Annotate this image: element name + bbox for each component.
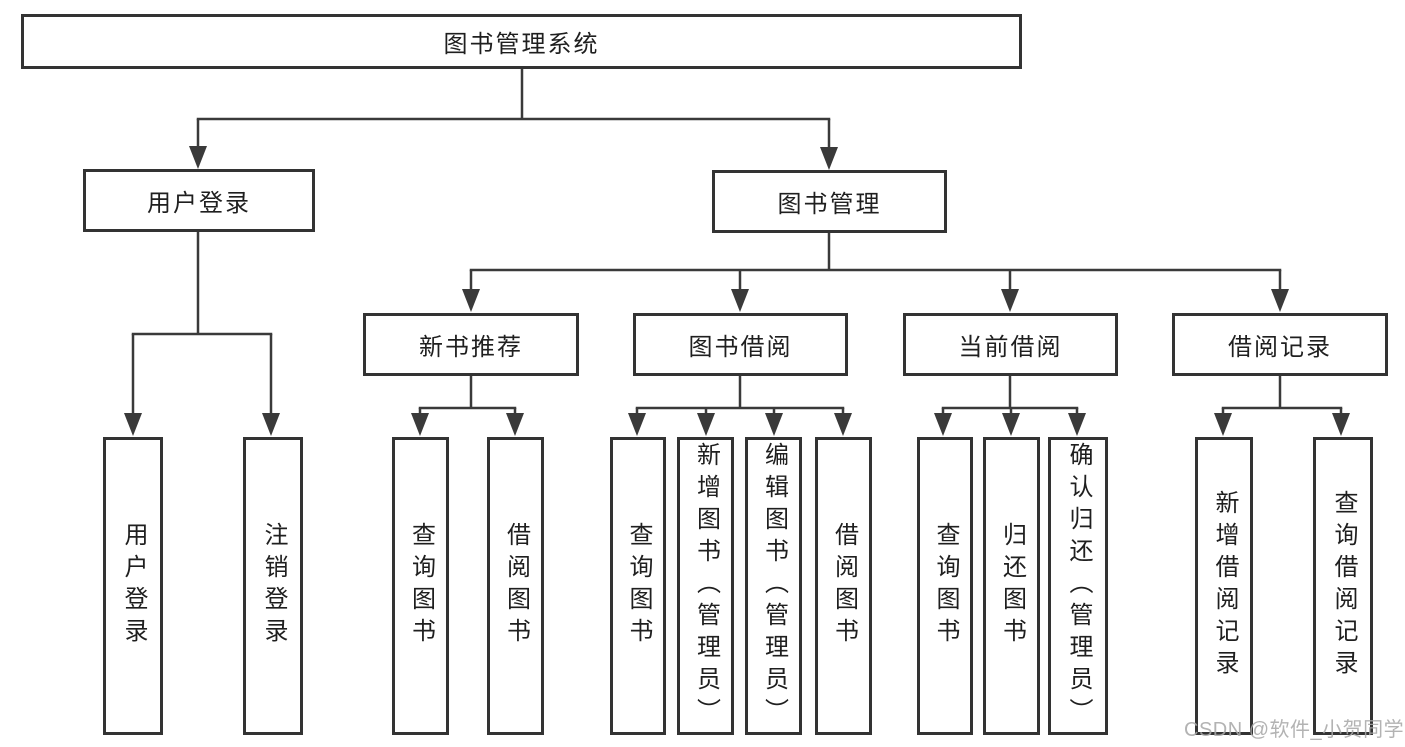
node-current-borrow-label: 当前借阅 xyxy=(958,334,1063,361)
connector-book-borrow-to-leaves xyxy=(628,376,852,436)
leaf-borrow-edit-books-admin: 编辑图书（管理员） xyxy=(745,437,802,735)
leaf-borrow-borrow-books-label: 借阅图书 xyxy=(830,522,858,650)
leaf-borrow-query-books-label: 查询图书 xyxy=(625,522,652,650)
leaf-current-return-books: 归还图书 xyxy=(983,437,1040,735)
leaf-logout: 注销登录 xyxy=(243,437,303,735)
connector-root-to-level2 xyxy=(189,69,838,170)
node-borrow-records: 借阅记录 xyxy=(1172,313,1388,376)
leaf-logout-label: 注销登录 xyxy=(260,522,287,650)
leaf-current-query-books-label: 查询图书 xyxy=(932,522,959,650)
node-root: 图书管理系统 xyxy=(21,14,1022,69)
node-root-label: 图书管理系统 xyxy=(443,31,600,58)
node-user-login: 用户登录 xyxy=(83,169,315,232)
node-new-book-recommend: 新书推荐 xyxy=(363,313,579,376)
watermark: CSDN @软件_小贺同学 xyxy=(1184,719,1405,741)
leaf-newrec-borrow-books-label: 借阅图书 xyxy=(502,522,530,650)
node-book-management-label: 图书管理 xyxy=(777,191,882,218)
node-book-borrow-label: 图书借阅 xyxy=(688,334,793,361)
leaf-borrow-add-books-admin-label: 新增图书（管理员） xyxy=(692,442,720,730)
leaf-borrow-query-books: 查询图书 xyxy=(610,437,666,735)
leaf-borrow-borrow-books: 借阅图书 xyxy=(815,437,872,735)
leaf-current-confirm-return-admin: 确认归还（管理员） xyxy=(1048,437,1108,735)
leaf-newrec-borrow-books: 借阅图书 xyxy=(487,437,544,735)
node-user-login-label: 用户登录 xyxy=(147,190,251,217)
leaf-records-add-record: 新增借阅记录 xyxy=(1195,437,1253,735)
leaf-current-confirm-return-admin-label: 确认归还（管理员） xyxy=(1065,442,1092,730)
leaf-newrec-query-books-label: 查询图书 xyxy=(407,522,435,650)
leaf-user-login: 用户登录 xyxy=(103,437,163,735)
connector-current-borrow-to-leaves xyxy=(934,376,1086,436)
leaf-borrow-add-books-admin: 新增图书（管理员） xyxy=(677,437,734,735)
connector-user-login-to-leaves xyxy=(124,232,280,436)
connector-book-management-to-level3 xyxy=(462,233,1289,312)
leaf-current-query-books: 查询图书 xyxy=(917,437,973,735)
connector-borrow-records-to-leaves xyxy=(1214,376,1350,436)
leaf-records-query-record: 查询借阅记录 xyxy=(1313,437,1373,735)
node-book-borrow: 图书借阅 xyxy=(633,313,848,376)
node-borrow-records-label: 借阅记录 xyxy=(1228,334,1332,361)
leaf-current-return-books-label: 归还图书 xyxy=(998,522,1026,650)
leaf-records-query-record-label: 查询借阅记录 xyxy=(1330,490,1357,682)
node-current-borrow: 当前借阅 xyxy=(903,313,1118,376)
leaf-borrow-edit-books-admin-label: 编辑图书（管理员） xyxy=(760,442,788,730)
leaf-user-login-label: 用户登录 xyxy=(120,522,147,650)
connector-new-book-recommend-to-leaves xyxy=(411,376,524,436)
node-new-book-recommend-label: 新书推荐 xyxy=(419,334,523,361)
leaf-newrec-query-books: 查询图书 xyxy=(392,437,449,735)
node-book-management: 图书管理 xyxy=(712,170,947,233)
leaf-records-add-record-label: 新增借阅记录 xyxy=(1211,490,1238,682)
